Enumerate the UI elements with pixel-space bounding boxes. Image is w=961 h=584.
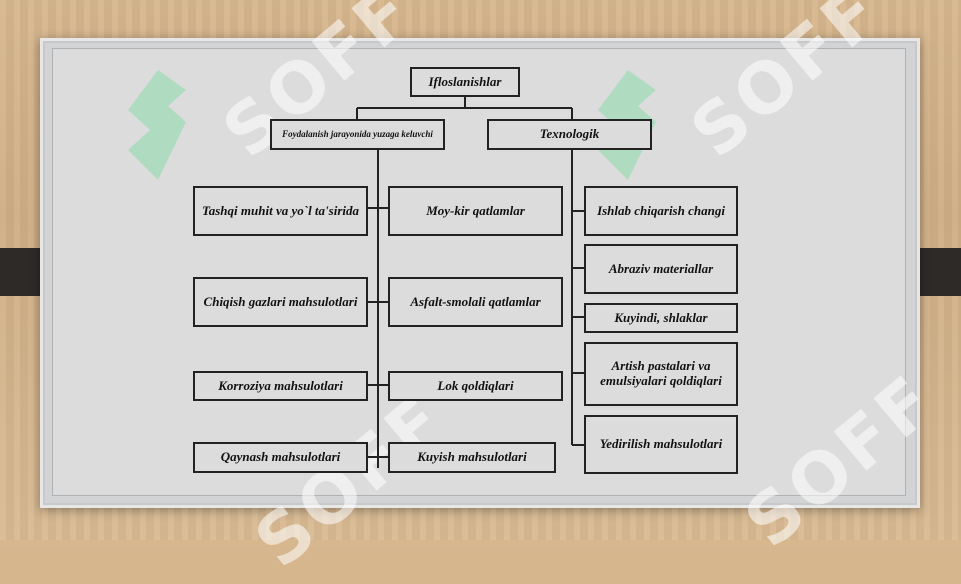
node-tech-3: Kuyindi, shlaklar bbox=[584, 303, 738, 333]
node-usage-left-3: Korroziya mahsulotlari bbox=[193, 371, 368, 401]
node-tech-5: Yedirilish mahsulotlari bbox=[584, 415, 738, 474]
node-usage-right-3: Lok qoldiqlari bbox=[388, 371, 563, 401]
node-branch-usage: Foydalanish jarayonida yuzaga keluvchi bbox=[270, 119, 445, 150]
node-usage-left-2: Chiqish gazlari mahsulotlari bbox=[193, 277, 368, 327]
node-branch-tech: Texnologik bbox=[487, 119, 652, 150]
node-root: Ifloslanishlar bbox=[410, 67, 520, 97]
slide-inner-frame bbox=[52, 48, 906, 496]
diagram-connectors bbox=[356, 96, 584, 468]
node-usage-left-1: Tashqi muhit va yo`l ta'sirida bbox=[193, 186, 368, 236]
node-tech-1: Ishlab chiqarish changi bbox=[584, 186, 738, 236]
node-tech-2: Abraziv materiallar bbox=[584, 244, 738, 294]
node-usage-right-1: Moy-kir qatlamlar bbox=[388, 186, 563, 236]
node-usage-left-4: Qaynash mahsulotlari bbox=[193, 442, 368, 473]
node-tech-4: Artish pastalari va emulsiyalari qoldiql… bbox=[584, 342, 738, 406]
node-usage-right-4: Kuyish mahsulotlari bbox=[388, 442, 556, 473]
node-usage-right-2: Asfalt-smolali qatlamlar bbox=[388, 277, 563, 327]
